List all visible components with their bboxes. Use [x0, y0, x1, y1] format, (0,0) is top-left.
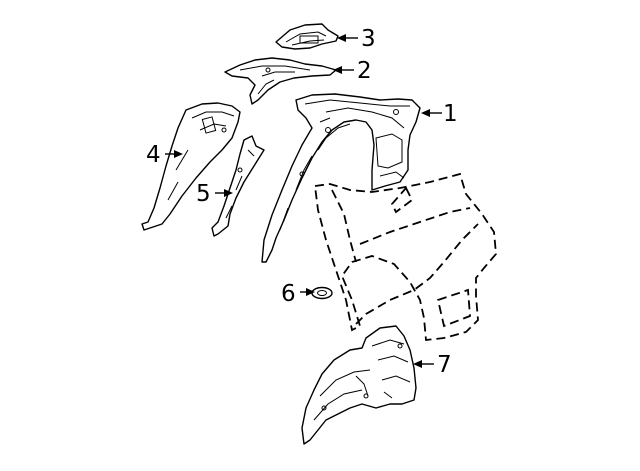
- callout-7: 7: [437, 352, 452, 378]
- part-2-rail[interactable]: [224, 57, 337, 105]
- leader-3: [337, 34, 358, 42]
- callout-3: 3: [361, 26, 376, 52]
- part-4-pillar[interactable]: [141, 102, 241, 231]
- part-1-inner-quarter-panel[interactable]: [261, 93, 421, 263]
- leader-4: [165, 150, 183, 158]
- part-6-grommet[interactable]: [311, 286, 333, 300]
- callout-2: 2: [357, 58, 372, 84]
- part-3-bracket[interactable]: [275, 23, 339, 50]
- callout-5: 5: [196, 181, 211, 207]
- leader-6: [300, 288, 315, 296]
- leader-1: [421, 109, 442, 117]
- quarter-panel-outline: [313, 172, 497, 341]
- part-5-reinforcement[interactable]: [211, 135, 265, 237]
- leader-7: [413, 360, 434, 368]
- callout-1: 1: [443, 101, 458, 127]
- callout-6: 6: [281, 281, 296, 307]
- leader-2: [333, 66, 354, 74]
- callout-4: 4: [146, 142, 161, 168]
- leader-5: [215, 189, 233, 197]
- part-7-wheelhouse-liner[interactable]: [301, 325, 417, 445]
